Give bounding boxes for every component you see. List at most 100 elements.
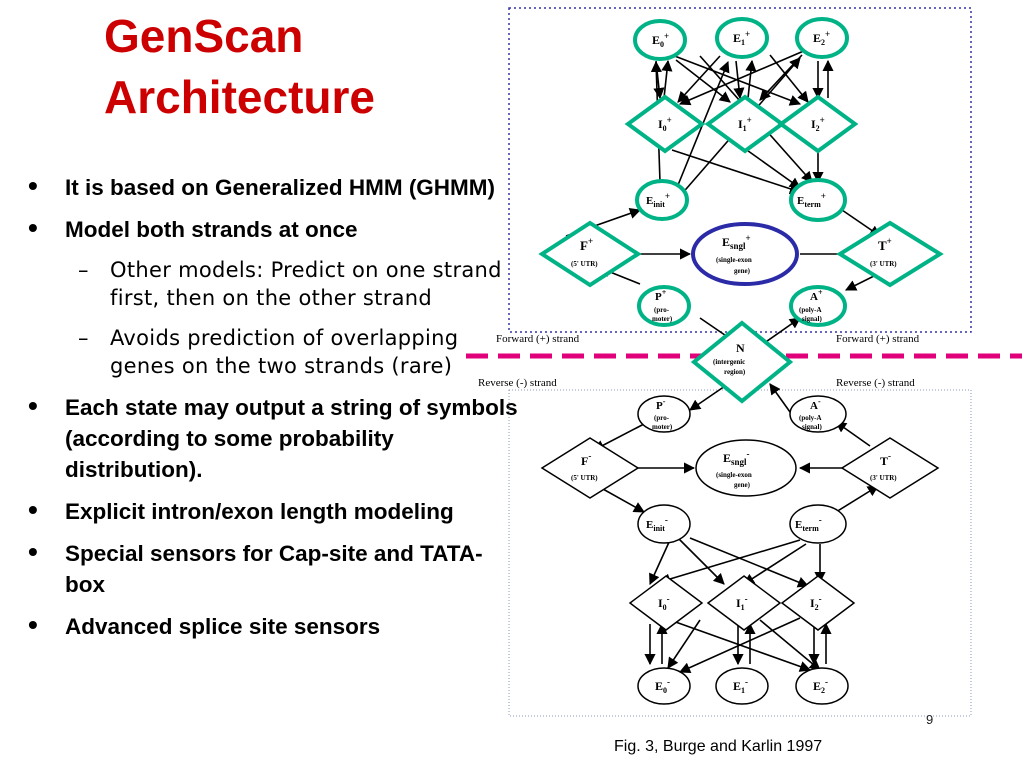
svg-text:I2-: I2- [810,594,822,612]
reverse-strand-label-left: Reverse (-) strand [478,377,557,389]
bullet-item: •Advanced splice site sensors [28,609,518,642]
promoter-minus-state: P- (pro- moter) [637,395,691,433]
exon-init-plus-state: Einit+ [635,179,689,221]
svg-text:I1-: I1- [736,594,748,612]
exon-e2-minus-state: E2- [795,667,849,705]
bullet-item: • Special sensors for Cap-site and TATA-b… [28,536,518,600]
three-utr-plus-state: T+ (3' UTR) [836,220,944,288]
title-line-1: GenScan [104,10,304,62]
intron-i0-minus-state: I0- [628,575,704,631]
intron-i1-minus-state: I1- [706,575,782,631]
bullet-dot-icon: • [28,212,38,243]
bullet-dot-icon: • [28,170,38,201]
svg-text:Einit-: Einit- [646,515,668,533]
svg-text:E1+: E1+ [733,29,750,47]
svg-text:Einit+: Einit+ [646,191,670,209]
svg-text:signal): signal) [802,315,823,323]
svg-text:Eterm-: Eterm- [795,515,822,533]
intergenic-state: N (intergenic region) [690,320,794,404]
exon-term-minus-state: Eterm- [789,504,847,544]
svg-text:A+: A+ [810,288,823,303]
svg-text:Esngl-: Esngl- [723,449,750,467]
bullet-dot-icon: • [28,536,38,567]
svg-text:T+: T+ [878,236,892,253]
bullet-item: • Model both strands at once [28,212,518,245]
exon-init-minus-state: Einit- [637,504,691,544]
svg-text:(5' UTR): (5' UTR) [571,474,598,482]
bullet-text: Model both strands at once [65,217,358,242]
svg-text:moter): moter) [652,315,673,323]
single-exon-plus-state: Esngl+ (single-exon gene) [691,222,799,286]
svg-text:(3' UTR): (3' UTR) [870,474,897,482]
forward-strand-label-right: Forward (+) strand [836,333,920,345]
svg-text:(poly-A: (poly-A [799,306,822,314]
svg-text:(3' UTR): (3' UTR) [870,260,897,268]
reverse-strand-label-right: Reverse (-) strand [836,377,915,389]
polya-plus-state: A+ (poly-A signal) [789,285,847,327]
svg-text:gene): gene) [734,481,751,489]
bullet-dot-icon: • [28,609,38,640]
svg-text:(pro-: (pro- [654,414,670,422]
bullet-list: • It is based on Generalized HMM (GHMM) •… [28,170,518,653]
svg-text:E2+: E2+ [813,29,830,47]
sub-bullet-item: –Other models: Predict on one strand fir… [28,256,518,312]
bullet-text: Each state may output a string of symbol… [65,395,518,482]
forward-strand-label-left: Forward (+) strand [496,333,580,345]
dash-icon: – [78,326,89,350]
svg-text:Eterm+: Eterm+ [797,191,826,209]
svg-text:E0+: E0+ [652,31,669,49]
intron-i1-plus-state: I1+ [704,94,786,154]
bullet-text: Explicit intron/exon length modeling [65,499,454,524]
polya-minus-state: A- (poly-A signal) [789,395,847,433]
sub-bullet-item: –Avoids prediction of overlapping genes … [28,324,518,380]
slide-title: GenScan Architecture [104,6,484,128]
exon-e0-minus-state: E0- [637,667,691,705]
svg-text:gene): gene) [734,267,751,275]
single-exon-minus-state: Esngl- (single-exon gene) [695,439,797,497]
svg-text:P+: P+ [655,288,667,303]
sub-bullet-text: Other models: Predict on one strand firs… [110,258,502,310]
svg-text:region): region) [724,368,746,376]
intron-i2-plus-state: I2+ [777,94,859,154]
bullet-text: It is based on Generalized HMM (GHMM) [65,175,496,200]
bullet-item: • It is based on Generalized HMM (GHMM) [28,170,518,203]
bullet-dot-icon: • [28,494,38,525]
svg-text:(single-exon: (single-exon [716,471,752,479]
svg-text:A-: A- [810,397,821,412]
svg-text:I1+: I1+ [738,115,752,133]
bullet-item: • Explicit intron/exon length modeling [28,494,518,527]
three-utr-minus-state: T- (3' UTR) [840,437,940,499]
five-utr-minus-state: F- (5' UTR) [540,437,640,499]
svg-text:moter): moter) [652,423,673,431]
svg-text:P-: P- [656,397,666,412]
svg-text:I0-: I0- [658,594,670,612]
svg-text:F-: F- [581,451,591,468]
sub-bullet-text: Avoids prediction of overlapping genes o… [110,326,459,378]
svg-text:I2+: I2+ [811,115,825,133]
page-number: 9 [926,712,934,727]
promoter-plus-state: P+ (pro- moter) [637,285,691,327]
bullet-text: Special sensors for Cap-site and TATA-bo… [65,541,483,597]
exon-e1-plus-state: E1+ [715,17,769,59]
svg-text:N: N [736,341,745,355]
exon-term-plus-state: Eterm+ [789,178,847,222]
svg-text:(poly-A: (poly-A [799,414,822,422]
intron-i0-plus-state: I0+ [624,94,706,154]
svg-text:E2-: E2- [813,677,828,695]
svg-text:E1-: E1- [733,677,748,695]
figure-caption: Fig. 3, Burge and Karlin 1997 [614,738,823,755]
svg-text:E0-: E0- [655,677,670,695]
five-utr-plus-state: F+ (5' UTR) [538,220,642,288]
svg-text:(pro-: (pro- [654,306,670,314]
svg-text:signal): signal) [802,423,823,431]
bullet-item: •Each state may output a string of symbo… [28,390,518,485]
svg-text:Esngl+: Esngl+ [722,233,751,251]
svg-text:I0+: I0+ [658,115,672,133]
reverse-strand-frame [508,389,972,717]
svg-text:T-: T- [880,451,891,468]
exon-e0-plus-state: E0+ [633,19,687,61]
svg-text:(5' UTR): (5' UTR) [571,260,598,268]
exon-e1-minus-state: E1- [715,667,769,705]
exon-e2-plus-state: E2+ [795,17,849,59]
